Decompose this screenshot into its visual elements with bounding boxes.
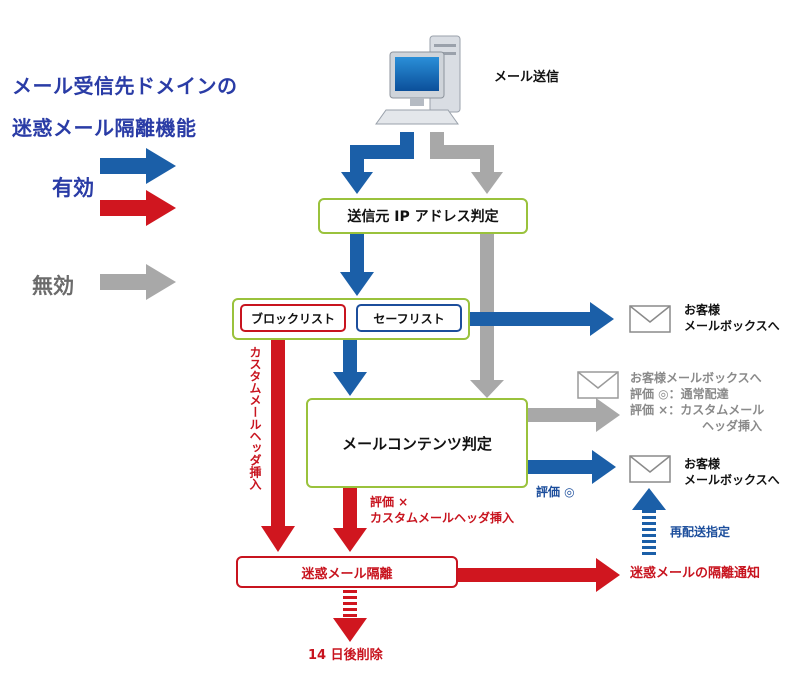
safe-list-box: セーフリスト: [356, 304, 462, 332]
ip-check-label: 送信元 IP アドレス判定: [347, 209, 499, 225]
blue-arrow-lists-to-content: [333, 340, 367, 396]
mailbox-bottom-line2: メールボックスへ: [684, 473, 780, 487]
red-arrow-blocklist-to-quarantine: [261, 332, 295, 552]
red-arrow-content-to-quarantine: [333, 488, 367, 552]
block-list-box: ブロックリスト: [240, 304, 346, 332]
quarantine-box: 迷惑メール隔離: [236, 556, 458, 588]
eval-o-label: 評価 ◎: [536, 485, 575, 499]
mailbox-mid-line1: お客様メールボックスへ: [630, 371, 762, 385]
delete-after-label: 14 日後削除: [308, 648, 383, 663]
red-arrow-quarantine-to-delete: [333, 590, 367, 642]
block-list-label: ブロックリスト: [250, 311, 335, 326]
computer-icon: [375, 35, 461, 125]
sender-label: メール送信: [494, 70, 560, 85]
gray-arrow-sender-down: [430, 132, 503, 194]
mailbox-mid-line2: 評価 ◎：通常配達: [630, 387, 729, 401]
blue-arrow-safelist-to-mailbox: [462, 302, 614, 336]
redeliver-label: 再配送指定: [670, 525, 731, 539]
legend-blue-arrow: [100, 148, 176, 184]
legend-gray-arrow: [100, 264, 176, 300]
mailbox-top-line2: メールボックスへ: [684, 319, 780, 333]
blue-arrow-sender-to-ip: [341, 132, 414, 194]
custom-header-vertical-label: カスタムメールヘッダ挿入: [248, 346, 262, 490]
mailbox-mid-line4: ヘッダ挿入: [702, 419, 763, 433]
quarantine-label: 迷惑メール隔離: [301, 566, 393, 582]
envelope-icon: [629, 455, 671, 483]
eval-x-label: 評価 ×: [370, 495, 409, 509]
red-arrow-quarantine-to-notice: [458, 558, 620, 592]
ip-check-box: 送信元 IP アドレス判定: [318, 198, 528, 234]
legend-disabled-label: 無効: [32, 274, 74, 298]
content-check-box: メールコンテンツ判定: [306, 398, 528, 488]
safe-list-label: セーフリスト: [373, 311, 445, 326]
mailbox-top-line1: お客様: [684, 303, 721, 317]
gray-arrow-ip-to-content: [470, 232, 504, 398]
envelope-icon: [577, 371, 619, 399]
mailbox-mid-line3: 評価 ×：カスタムメール: [630, 403, 765, 417]
gray-arrow-content-to-mailbox: [528, 398, 620, 432]
legend-enabled-label: 有効: [52, 176, 94, 200]
blue-arrow-ip-to-lists: [340, 232, 374, 296]
legend-title-line1: メール受信先ドメインの: [12, 74, 238, 98]
eval-x-action-label: カスタムメールヘッダ挿入: [370, 511, 515, 525]
mailbox-bottom-line1: お客様: [684, 457, 721, 471]
blue-arrow-redeliver-up: [632, 488, 666, 555]
legend-red-arrow: [100, 190, 176, 226]
blue-arrow-content-to-mailbox: [528, 450, 616, 484]
envelope-icon: [629, 305, 671, 333]
legend-title-line2: 迷惑メール隔離機能: [12, 116, 197, 140]
quarantine-notice-label: 迷惑メールの隔離通知: [630, 566, 761, 581]
content-check-label: メールコンテンツ判定: [342, 434, 492, 453]
